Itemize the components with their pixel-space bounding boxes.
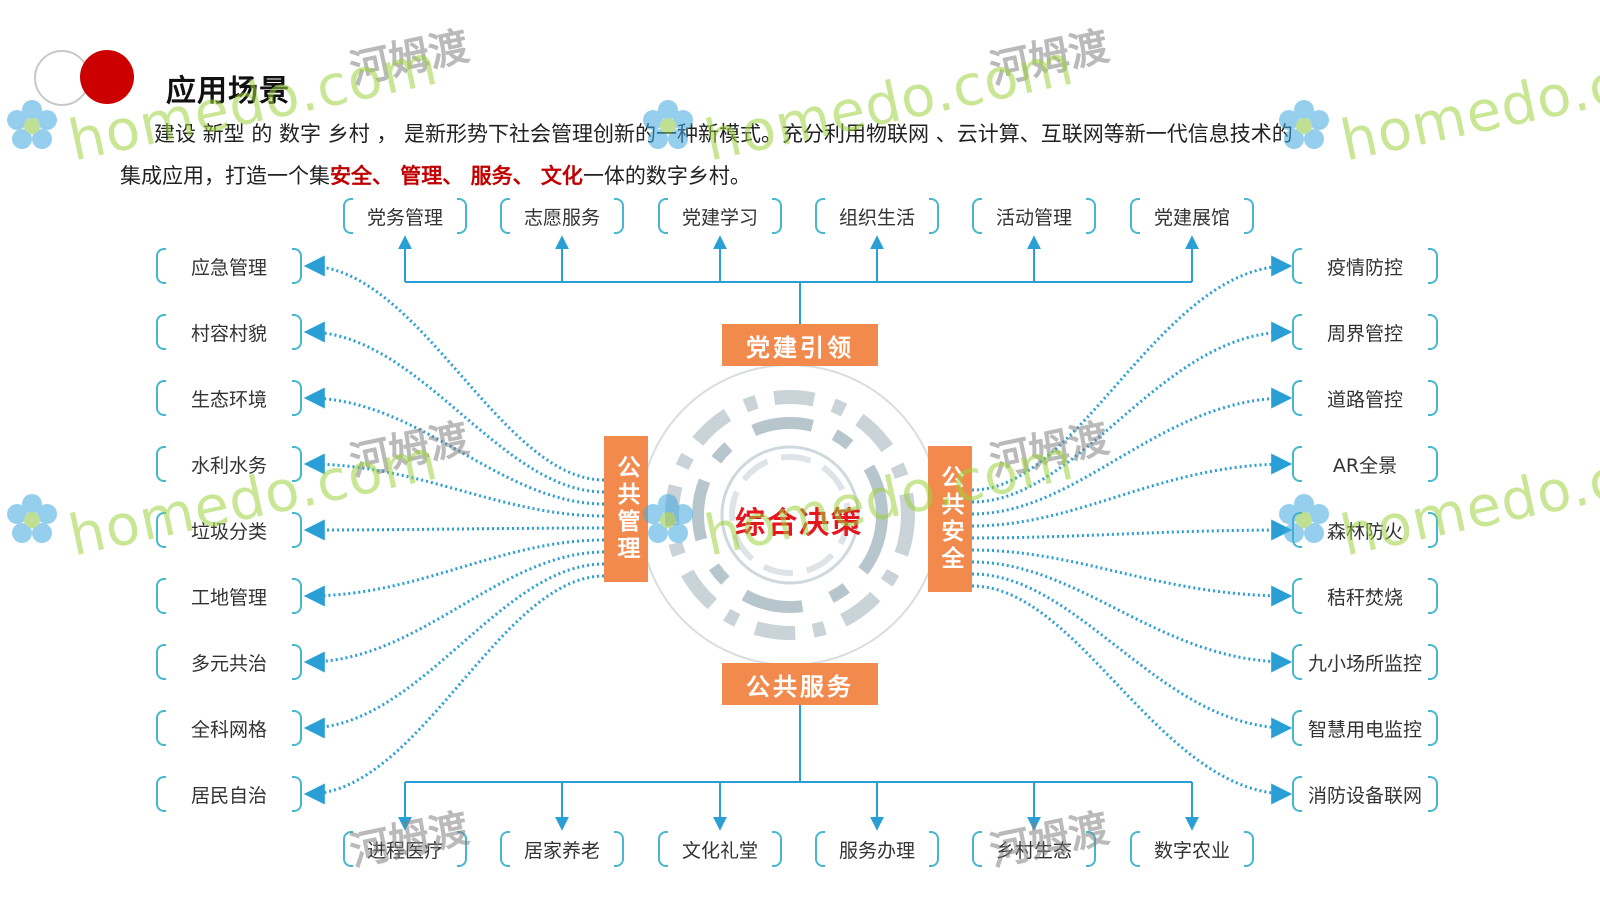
left-item-3: 水利水务	[156, 445, 302, 483]
center-label: 综合决策	[735, 506, 863, 541]
bottom-item-2: 文化礼堂	[658, 830, 782, 868]
ring-innermost	[729, 454, 851, 576]
left-link-5	[303, 538, 605, 607]
right-item-6: 九小场所监控	[1292, 643, 1438, 681]
left-link-1	[303, 321, 605, 494]
intro-prefix: 集成应用，打造一个集	[120, 164, 330, 188]
right-link-8	[971, 584, 1293, 805]
bottom-item-1: 居家养老	[500, 830, 624, 868]
right-link-1	[971, 321, 1293, 504]
right-link-5	[971, 548, 1293, 607]
right-item-5: 秸秆焚烧	[1292, 577, 1438, 615]
top-item-2: 党建学习	[658, 197, 782, 235]
watermark-flower-icon	[7, 100, 57, 149]
hub-right: 公共安全	[928, 446, 972, 592]
top-item-4: 活动管理	[972, 197, 1096, 235]
hub-left: 公共管理	[604, 436, 648, 582]
watermark-flower-icon	[1279, 494, 1329, 543]
bottom-item-5: 数字农业	[1130, 830, 1254, 868]
right-item-1: 周界管控	[1292, 313, 1438, 351]
bottom-item-3: 服务办理	[815, 830, 939, 868]
connector-lines	[303, 235, 1293, 831]
top-item-5: 党建展馆	[1130, 197, 1254, 235]
right-item-7: 智慧用电监控	[1292, 709, 1438, 747]
left-link-8	[303, 574, 605, 805]
left-item-0: 应急管理	[156, 247, 302, 285]
left-link-2	[303, 387, 605, 506]
bottom-item-0: 进程医疗	[343, 830, 467, 868]
left-item-2: 生态环境	[156, 379, 302, 417]
right-item-8: 消防设备联网	[1292, 775, 1438, 813]
watermark-flower-icon	[7, 494, 57, 543]
intro-line-1: 建设 新型 的 数字 乡村 ， 是新形势下社会管理创新的一种新模式。充分利用物联…	[154, 122, 1293, 146]
left-item-1: 村容村貌	[156, 313, 302, 351]
left-link-6	[303, 550, 605, 673]
page-title: 应用场景	[166, 74, 290, 109]
ring-dashed-middle	[692, 417, 888, 613]
hub-bottom: 公共服务	[722, 663, 878, 705]
left-item-8: 居民自治	[156, 775, 302, 813]
watermark-flower-icon	[643, 494, 693, 543]
right-link-3	[971, 453, 1293, 528]
watermark-flower-icon	[1279, 100, 1329, 149]
right-item-2: 道路管控	[1292, 379, 1438, 417]
bottom-item-4: 乡村生态	[972, 830, 1096, 868]
logo-circle-red	[80, 50, 134, 104]
intro-line-2: 集成应用，打造一个集安全、 管理、 服务、 文化一体的数字乡村。	[120, 160, 751, 190]
intro-suffix: 一体的数字乡村。	[582, 164, 751, 188]
right-link-2	[971, 387, 1293, 516]
top-item-1: 志愿服务	[500, 197, 624, 235]
top-item-3: 组织生活	[815, 197, 939, 235]
top-item-0: 党务管理	[343, 197, 467, 235]
left-item-5: 工地管理	[156, 577, 302, 615]
right-link-7	[971, 572, 1293, 739]
watermark-flower-icon	[643, 100, 693, 149]
ring-inner	[720, 445, 860, 585]
hub-top: 党建引领	[722, 324, 878, 366]
right-link-4	[971, 519, 1293, 541]
right-item-3: AR全景	[1292, 445, 1438, 483]
left-link-0	[303, 255, 605, 482]
left-item-6: 多元共治	[156, 643, 302, 681]
right-link-6	[971, 560, 1293, 673]
left-item-4: 垃圾分类	[156, 511, 302, 549]
left-link-4	[303, 519, 605, 541]
intro-highlight: 安全、 管理、 服务、 文化	[330, 164, 583, 188]
left-item-7: 全科网格	[156, 709, 302, 747]
left-link-7	[303, 562, 605, 739]
right-item-0: 疫情防控	[1292, 247, 1438, 285]
